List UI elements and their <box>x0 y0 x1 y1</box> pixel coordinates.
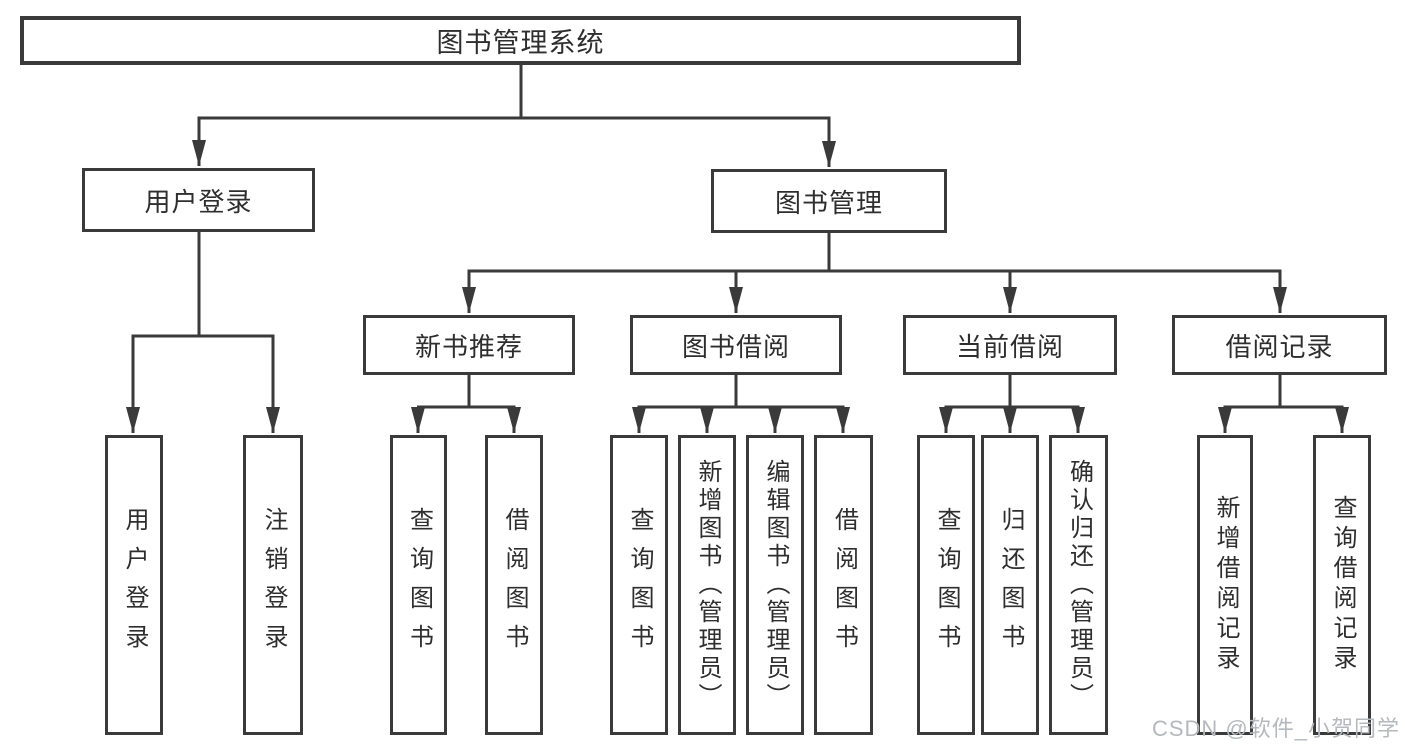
connector-book-borrowing-to-leaves <box>632 375 850 433</box>
node-book-borrowing: 图书借阅 <box>630 315 842 375</box>
node-leaf-return-book: 归还图书 <box>981 435 1039 735</box>
node-book-management: 图书管理 <box>711 169 947 233</box>
connector-current-borrowing-to-leaves <box>939 375 1085 433</box>
connector-new-book-recommend-to-leaves <box>411 375 521 433</box>
node-root-library-management-system: 图书管理系统 <box>20 16 1021 65</box>
node-leaf-add-book-admin: 新增图书（管理员） <box>678 435 736 735</box>
node-new-book-recommend: 新书推荐 <box>363 315 575 375</box>
node-label: 当前借阅 <box>955 331 1064 362</box>
node-label: 查询图书 <box>626 507 653 663</box>
node-label: 图书管理 <box>774 187 883 218</box>
node-leaf-borrow-books-recommend: 借阅图书 <box>485 435 543 735</box>
node-label: 借阅记录 <box>1225 331 1334 362</box>
node-label: 注销登录 <box>260 507 287 663</box>
node-leaf-confirm-return-admin: 确认归还（管理员） <box>1049 435 1108 735</box>
node-leaf-query-books-recommend: 查询图书 <box>390 435 447 735</box>
node-label: 查询借阅记录 <box>1329 495 1356 675</box>
node-leaf-query-books-borrowing: 查询图书 <box>610 435 668 735</box>
node-leaf-logout: 注销登录 <box>243 435 303 735</box>
connector-book-management-to-level3 <box>462 233 1287 313</box>
node-label: 借阅图书 <box>501 507 528 663</box>
node-label: 借阅图书 <box>830 507 858 663</box>
node-label: 图书借阅 <box>681 331 790 362</box>
node-label: 查询图书 <box>933 507 960 663</box>
node-label: 图书管理系统 <box>436 28 605 58</box>
node-leaf-borrow-book: 借阅图书 <box>814 435 873 735</box>
node-leaf-edit-book-admin: 编辑图书（管理员） <box>746 435 804 735</box>
connector-user-login-to-leaves <box>126 232 280 433</box>
connector-root-to-level2 <box>192 65 836 167</box>
node-leaf-query-books-current: 查询图书 <box>917 435 975 735</box>
node-label: 新增图书（管理员） <box>694 459 721 711</box>
connector-borrowing-records-to-leaves <box>1218 375 1349 433</box>
node-leaf-query-borrow-record: 查询借阅记录 <box>1313 435 1371 735</box>
node-user-login: 用户登录 <box>82 168 315 232</box>
node-label: 新增借阅记录 <box>1212 495 1239 675</box>
node-label: 用户登录 <box>121 507 148 663</box>
node-label: 用户登录 <box>144 186 253 217</box>
node-borrowing-records: 借阅记录 <box>1172 315 1387 375</box>
node-label: 查询图书 <box>405 507 433 663</box>
node-current-borrowing: 当前借阅 <box>903 315 1117 375</box>
node-label: 归还图书 <box>997 507 1024 663</box>
node-label: 新书推荐 <box>414 331 523 362</box>
csdn-watermark: CSDN @软件_小贺同学 <box>1151 716 1400 741</box>
node-label: 确认归还（管理员） <box>1065 459 1093 711</box>
node-leaf-user-login: 用户登录 <box>105 435 163 735</box>
node-leaf-add-borrow-record: 新增借阅记录 <box>1197 435 1253 735</box>
node-label: 编辑图书（管理员） <box>762 459 789 711</box>
